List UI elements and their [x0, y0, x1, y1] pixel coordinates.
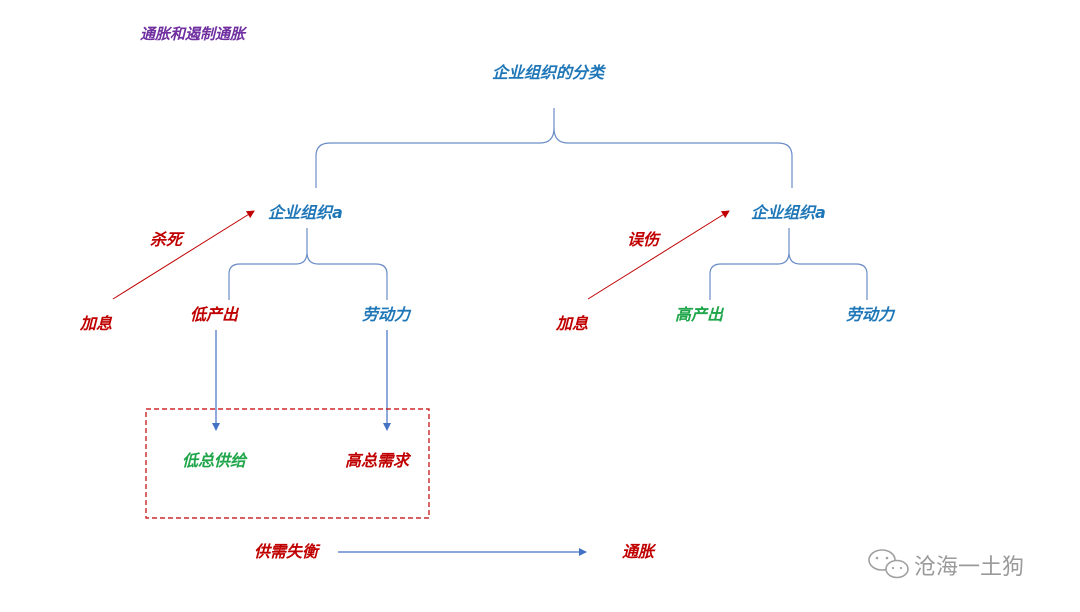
inflation-node: 通胀	[622, 542, 655, 561]
left-effect-label: 杀死	[150, 230, 183, 249]
root-node: 企业组织的分类	[492, 63, 605, 82]
right-org-node: 企业组织a	[751, 203, 826, 222]
right-effect-label: 误伤	[627, 230, 660, 249]
right-org-brace	[709, 228, 868, 300]
left-branch-labor: 劳动力	[362, 305, 411, 324]
left-org-node: 企业组织a	[268, 203, 343, 222]
outcome-high-demand: 高总需求	[345, 451, 410, 470]
left-cause-node: 加息	[80, 314, 113, 333]
right-branch-labor: 劳动力	[846, 305, 895, 324]
outcome-box	[145, 408, 430, 519]
wechat-icon	[868, 549, 909, 579]
right-hurt-arrow	[587, 210, 730, 300]
outcome-low-supply: 低总供给	[182, 451, 247, 470]
root-brace	[315, 108, 793, 188]
left-org-brace	[228, 228, 388, 300]
left-branch-low-output: 低产出	[190, 305, 239, 324]
imbalance-node: 供需失衡	[254, 542, 319, 561]
right-cause-node: 加息	[556, 314, 589, 333]
watermark-text: 沧海一土狗	[914, 555, 1025, 580]
left-kill-arrow	[112, 210, 255, 300]
right-branch-high-output: 高产出	[675, 305, 724, 324]
page-title: 通胀和遏制通胀	[140, 25, 246, 43]
